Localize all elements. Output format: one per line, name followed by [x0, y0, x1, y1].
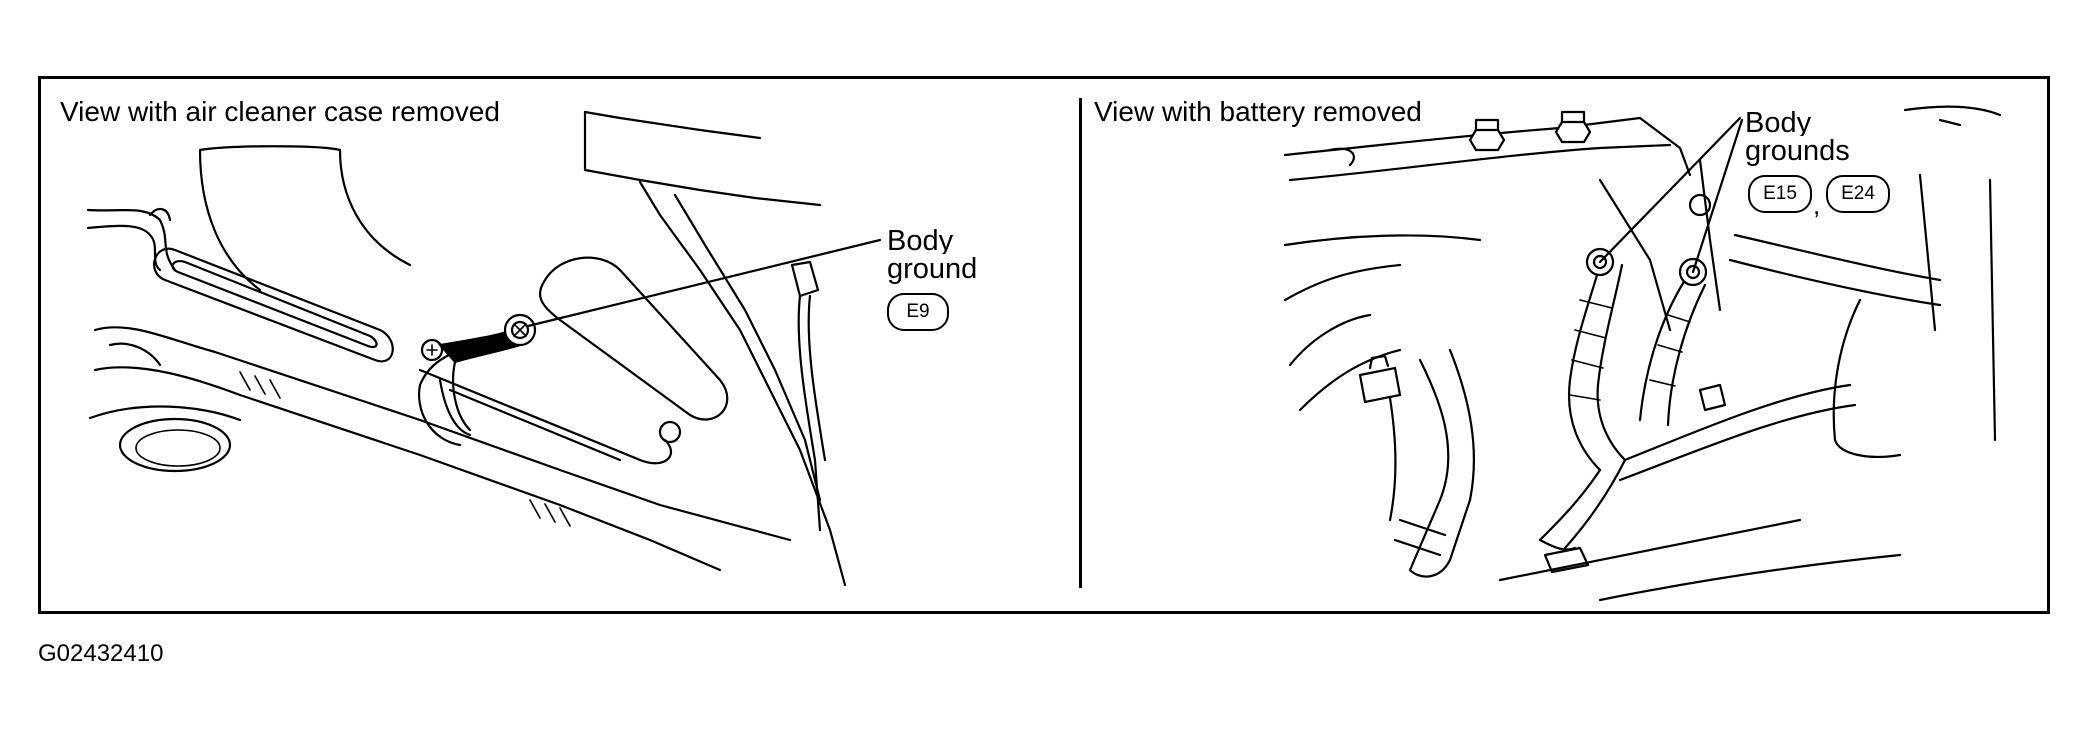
right-panel-caption: View with battery removed	[1094, 97, 1430, 127]
left-panel-caption: View with air cleaner case removed	[60, 97, 508, 127]
body-grounds-label-line1: Body	[1745, 107, 1812, 139]
connector-code-badge: E15	[1748, 175, 1812, 213]
connector-code-badge: E9	[887, 293, 949, 331]
connector-code-badge: E24	[1826, 175, 1890, 213]
figure-id: G02432410	[38, 640, 164, 667]
diagram-frame	[38, 76, 2050, 614]
right-panel-illustration	[1283, 105, 2002, 602]
left-panel-illustration	[86, 110, 882, 587]
body-grounds-label-line2: grounds	[1745, 135, 1850, 167]
code-separator: ,	[1813, 190, 1821, 220]
body-ground-label-line2: ground	[887, 253, 978, 285]
panel-divider	[1079, 98, 1082, 588]
body-ground-label-line1: Body	[887, 225, 954, 257]
